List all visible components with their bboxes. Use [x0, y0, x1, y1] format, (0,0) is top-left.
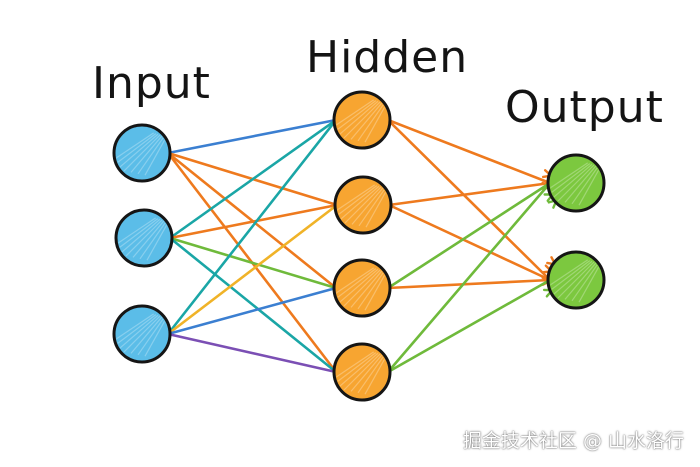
nodes-group	[112, 90, 606, 402]
input-node-1	[112, 123, 172, 183]
edge-input3-hidden2	[166, 203, 339, 336]
edge-input2-hidden4	[168, 236, 338, 374]
hidden-layer-title: Hidden	[306, 32, 469, 83]
input-layer-title: Input	[92, 58, 211, 109]
edge-hidden3-output2	[386, 278, 552, 290]
input-node-3	[112, 304, 172, 364]
edge-hidden1-output1	[386, 118, 552, 185]
edge-input3-hidden3	[166, 286, 338, 336]
hidden-node-3	[332, 258, 392, 318]
edge-input3-hidden1	[166, 118, 338, 336]
hidden-node-2	[333, 175, 393, 235]
input-node-2	[114, 208, 174, 268]
hidden-node-4	[332, 342, 392, 402]
edge-input3-hidden4	[166, 332, 338, 374]
edge-hidden4-output1	[386, 181, 552, 374]
edge-hidden3-output1	[386, 181, 552, 290]
edge-hidden1-output2	[386, 118, 552, 282]
output-node-1	[546, 153, 606, 213]
edge-hidden4-output2	[386, 278, 552, 374]
hidden-node-1	[332, 90, 392, 150]
edge-hidden2-output2	[387, 203, 552, 282]
watermark-text: 掘金技术社区 @ 山水洛行	[462, 430, 684, 452]
edge-input1-hidden1	[166, 118, 338, 155]
output-layer-title: Output	[505, 82, 664, 133]
edge-input2-hidden3	[168, 236, 338, 290]
output-node-2	[546, 250, 606, 310]
edge-input2-hidden2	[168, 203, 339, 240]
connections-group	[166, 118, 559, 374]
edge-input2-hidden1	[168, 118, 338, 240]
edge-hidden2-output1	[387, 181, 552, 207]
